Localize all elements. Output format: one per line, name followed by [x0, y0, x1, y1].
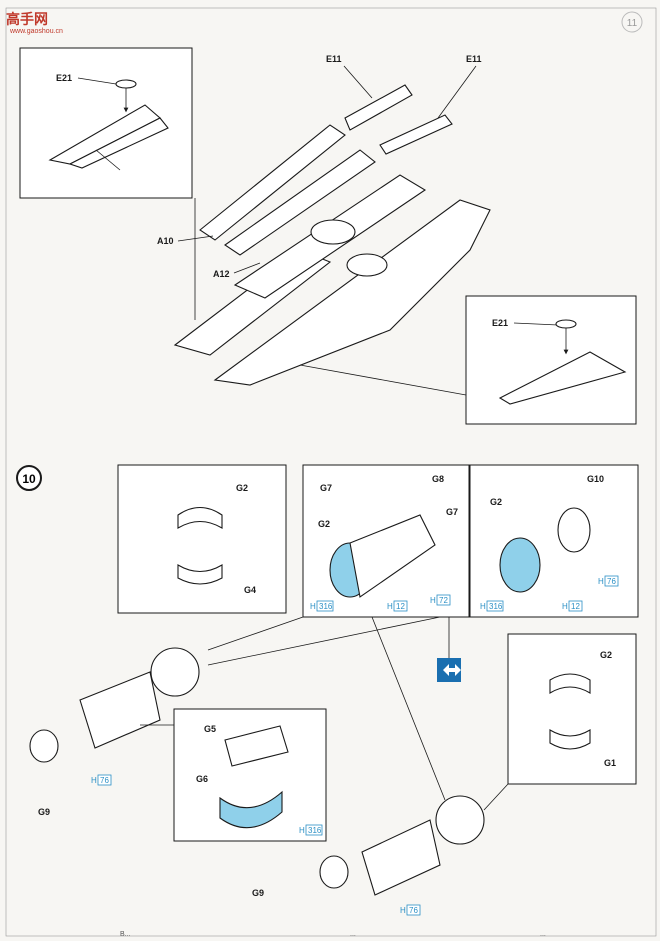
label-e21-bottom: E21	[492, 318, 508, 328]
svg-text:316: 316	[308, 826, 322, 835]
part-g2	[549, 673, 591, 694]
inset-g10	[469, 464, 639, 618]
label-g6: G6	[196, 774, 208, 784]
step-number: 10	[22, 472, 36, 486]
svg-text:H: H	[387, 602, 393, 611]
svg-text:76: 76	[100, 776, 109, 785]
part-e21-bottom	[555, 319, 577, 329]
watermark-logo: 高手网 www.gaoshou.cn	[6, 11, 63, 35]
connector	[207, 616, 304, 651]
leader	[177, 235, 214, 242]
svg-text:12: 12	[396, 602, 405, 611]
svg-text:316: 316	[489, 602, 503, 611]
inset-g1-g2	[507, 633, 637, 785]
label-a10: A10	[157, 236, 174, 246]
part-g1	[549, 729, 591, 750]
label-e21-top: E21	[56, 73, 72, 83]
connector	[207, 616, 441, 666]
step-badge	[16, 465, 42, 491]
label-g2: G2	[490, 497, 502, 507]
label-g8: G8	[432, 474, 444, 484]
label-g4: G4	[244, 585, 256, 595]
footer-left: B...	[120, 931, 131, 938]
part-g2	[177, 506, 223, 529]
inset-g2-g4	[117, 464, 287, 614]
inset-connector	[299, 364, 467, 396]
label-g2: G2	[236, 483, 248, 493]
connector	[483, 783, 509, 811]
part-g10	[557, 507, 591, 553]
connector	[371, 616, 446, 801]
page-border	[5, 7, 657, 937]
part-g6	[219, 790, 283, 829]
part-g2-blue	[499, 537, 541, 593]
svg-text:H: H	[310, 602, 316, 611]
svg-text:H: H	[91, 776, 97, 785]
part-e21-top	[115, 79, 137, 89]
label-g9: G9	[252, 888, 264, 898]
svg-text:76: 76	[409, 906, 418, 915]
label-g1: G1	[604, 758, 616, 768]
inset-e21-bottom	[465, 295, 637, 425]
part-g5	[224, 725, 289, 767]
svg-text:12: 12	[571, 602, 580, 611]
svg-text:H: H	[480, 602, 486, 611]
label-g2: G2	[600, 650, 612, 660]
label-g7: G7	[320, 483, 332, 493]
two-way-arrow-glyph	[443, 664, 461, 676]
watermark-url: www.gaoshou.cn	[9, 28, 63, 35]
page-number: 11	[627, 18, 638, 29]
fuselage-assembly	[173, 84, 491, 386]
inset-wing-detail	[48, 104, 169, 171]
svg-text:72: 72	[439, 596, 448, 605]
part-e11-left	[344, 84, 413, 131]
leader	[437, 65, 477, 119]
svg-text:H: H	[299, 826, 305, 835]
label-g7: G7	[446, 507, 458, 517]
label-a12: A12	[213, 269, 230, 279]
watermark-title: 高手网	[6, 11, 48, 27]
label-g2: G2	[318, 519, 330, 529]
footer-right: ...	[540, 931, 546, 938]
leader	[233, 262, 261, 274]
leader	[77, 77, 117, 85]
inset-e21-top	[19, 47, 193, 199]
right-nozzle-assembly	[319, 795, 485, 896]
inset-wing-detail-2	[498, 351, 627, 405]
svg-text:H: H	[598, 577, 604, 586]
part-e11-right	[379, 114, 453, 155]
label-g5: G5	[204, 724, 216, 734]
svg-text:H: H	[562, 602, 568, 611]
footer-center: ...	[350, 931, 356, 938]
left-nozzle-assembly	[29, 647, 200, 763]
label-g10: G10	[587, 474, 604, 484]
page-number-circle	[621, 11, 643, 33]
svg-text:76: 76	[607, 577, 616, 586]
leader	[343, 65, 373, 99]
svg-text:316: 316	[319, 602, 333, 611]
svg-text:H: H	[400, 906, 406, 915]
label-g9: G9	[38, 807, 50, 817]
svg-text:H: H	[430, 596, 436, 605]
part-g4	[177, 564, 223, 585]
label-e11-left: E11	[326, 54, 342, 64]
label-e11-right: E11	[466, 54, 482, 64]
leader	[513, 322, 559, 326]
part-g7-assembly	[349, 514, 436, 598]
